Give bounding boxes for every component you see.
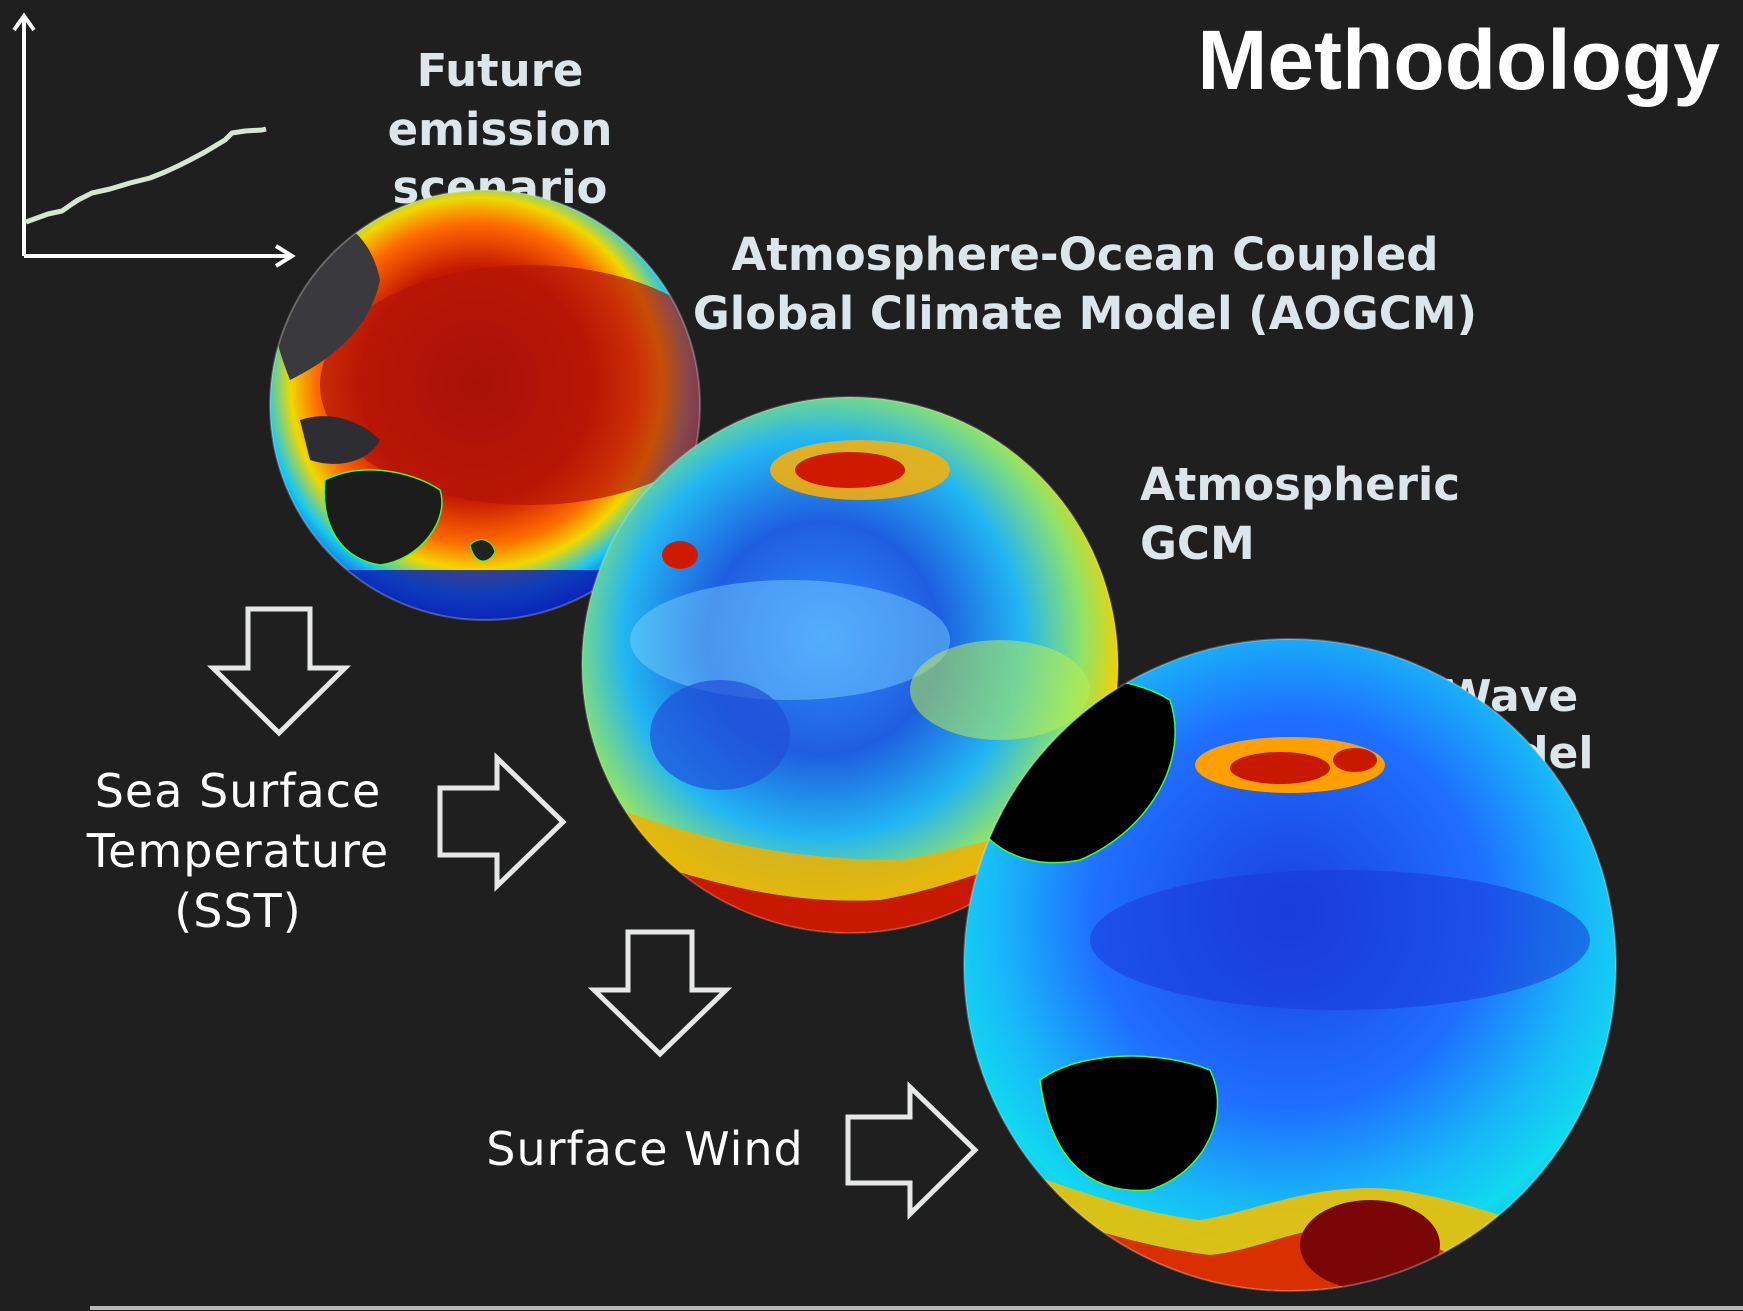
agcm-label: Atmospheric GCM <box>1140 458 1460 570</box>
emission-chart-icon <box>12 12 296 268</box>
globe-sst-icon <box>269 189 701 621</box>
sst-label-line1: Sea Surface <box>94 764 382 818</box>
page-title: Methodology <box>1197 13 1720 107</box>
sst-label-line2: Temperature <box>86 823 390 878</box>
sst-label: Sea Surface Temperature (SST) <box>78 762 398 941</box>
emission-label-line1: Future emission <box>387 44 613 156</box>
right-arrow-icon <box>845 1081 979 1220</box>
down-arrow-icon <box>587 929 733 1058</box>
aogcm-label-line1: Atmosphere-Ocean Coupled <box>731 228 1439 281</box>
aogcm-label-line2: Global Climate Model (AOGCM) <box>692 286 1478 340</box>
down-arrow-icon <box>206 606 352 737</box>
aogcm-label: Atmosphere-Ocean Coupled Global Climate … <box>690 226 1480 343</box>
wind-label: Surface Wind <box>486 1122 804 1176</box>
globe-wave-icon <box>963 638 1617 1292</box>
right-arrow-icon <box>437 752 567 892</box>
sst-label-line3: (SST) <box>174 883 302 938</box>
